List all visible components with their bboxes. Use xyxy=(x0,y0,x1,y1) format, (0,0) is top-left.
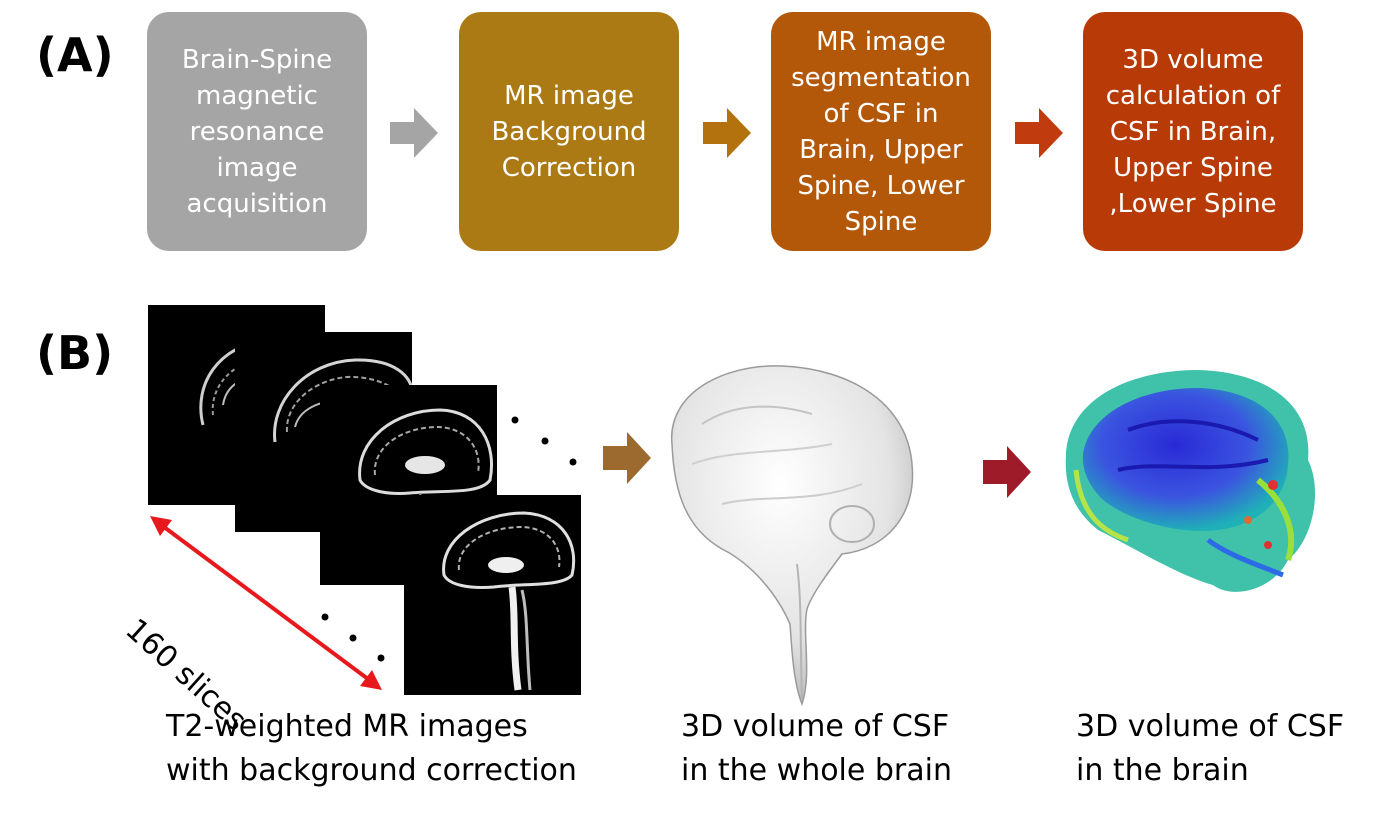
step-volume-calculation: 3D volume calculation of CSF in Brain, U… xyxy=(1083,12,1303,251)
flow-arrow-3 xyxy=(1015,108,1063,158)
flow-arrow-2 xyxy=(703,108,751,158)
step-csf-segmentation: MR image segmentation of CSF in Brain, U… xyxy=(771,12,991,251)
brain-csf-color-render xyxy=(1065,370,1316,592)
flow-arrow-crimson xyxy=(983,446,1031,498)
flow-arrow-1 xyxy=(390,108,438,158)
panel-b-label: (B) xyxy=(36,326,114,380)
ellipsis-dots-upper xyxy=(511,416,577,466)
ellipsis-dots-lower xyxy=(321,613,385,662)
mri-slice-4 xyxy=(404,495,581,695)
slice-count-double-arrow xyxy=(150,516,382,690)
flow-arrow-brown xyxy=(603,432,651,484)
step-mri-acquisition: Brain-Spine magnetic resonance image acq… xyxy=(147,12,367,251)
step-background-correction: MR image Background Correction xyxy=(459,12,679,251)
panel-a-label: (A) xyxy=(36,28,114,82)
caption-brain-volume: 3D volume of CSF in the brain xyxy=(1076,709,1345,788)
caption-t2-images: T2-weighted MR images with background co… xyxy=(166,709,577,788)
whole-brain-csf-render xyxy=(671,365,914,707)
caption-whole-brain-volume: 3D volume of CSF in the whole brain xyxy=(681,709,952,788)
